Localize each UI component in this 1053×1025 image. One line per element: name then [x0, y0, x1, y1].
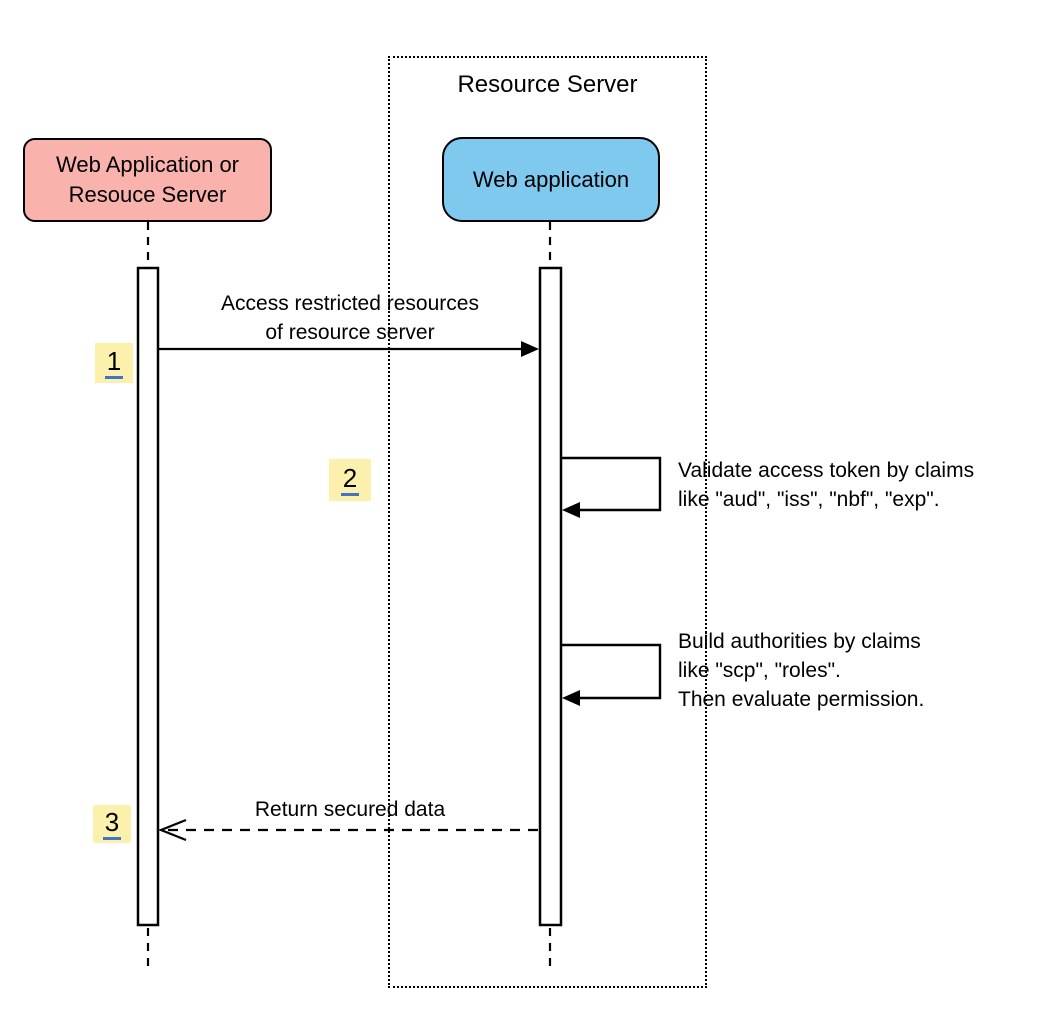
- message-return-arrowhead: [158, 818, 187, 842]
- message-build-label: Build authorities by claims like "scp", …: [678, 630, 925, 711]
- step-badge-1[interactable]: 1: [95, 343, 133, 383]
- frame-title: Resource Server: [457, 71, 638, 98]
- actor-web-application-or-resource-server: Web Application or Resouce Server: [23, 138, 272, 222]
- step-badge-3-number: 3: [104, 806, 120, 837]
- right-activation-bar: [538, 266, 563, 927]
- self-message-validate-arrowhead: [562, 502, 580, 518]
- step-badge-1-underline: [105, 375, 123, 379]
- step-badge-2-number: 2: [342, 462, 358, 493]
- resource-server-frame: [388, 56, 707, 988]
- actor-web-application: Web application: [442, 137, 660, 222]
- step-badge-3[interactable]: 3: [93, 805, 131, 843]
- self-message-build-arrowhead: [562, 690, 580, 706]
- self-message-build-loop: [562, 643, 662, 700]
- step-badge-2-underline: [341, 492, 359, 496]
- self-message-validate-loop: [562, 456, 662, 512]
- step-badge-1-number: 1: [106, 345, 122, 376]
- step-badge-2[interactable]: 2: [329, 459, 371, 501]
- message-access-arrowhead: [521, 341, 539, 357]
- step-badge-3-underline: [103, 836, 121, 840]
- left-activation-bar: [136, 266, 160, 927]
- message-return-label: Return secured data: [254, 798, 446, 821]
- message-validate-label: Validate access token by claims like "au…: [678, 459, 975, 511]
- message-access-label: Access restricted resources of resource …: [221, 292, 479, 344]
